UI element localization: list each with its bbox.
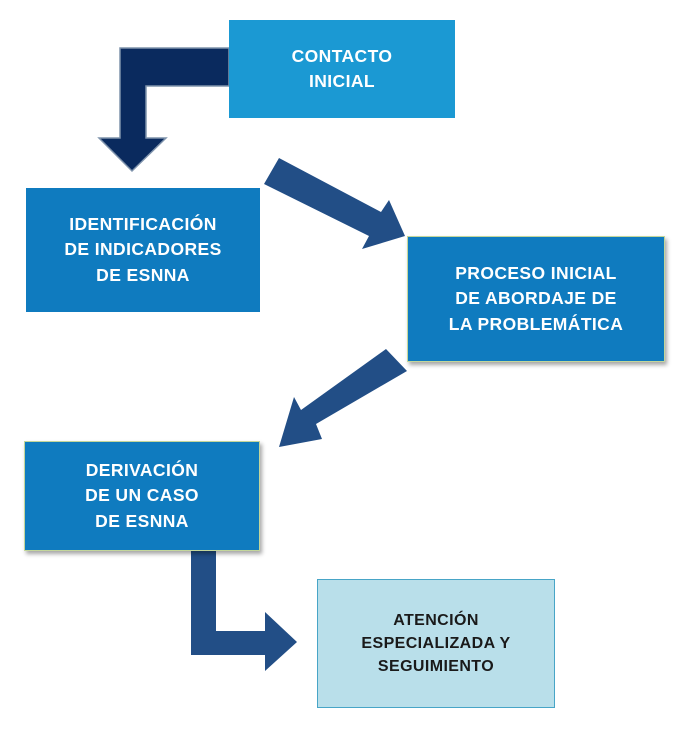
- node-label: IDENTIFICACIÓN DE INDICADORES DE ESNNA: [64, 213, 222, 285]
- node-label: CONTACTO INICIAL: [291, 45, 393, 91]
- node-identificacion-indicadores: IDENTIFICACIÓN DE INDICADORES DE ESNNA: [26, 188, 260, 312]
- node-atencion-especializada: ATENCIÓN ESPECIALIZADA Y SEGUIMIENTO: [317, 579, 555, 708]
- node-derivacion-caso: DERIVACIÓN DE UN CASO DE ESNNA: [24, 441, 260, 551]
- arrow-identificacion-to-proceso: [264, 158, 405, 249]
- node-label: DERIVACIÓN DE UN CASO DE ESNNA: [85, 459, 199, 531]
- node-label: ATENCIÓN ESPECIALIZADA Y SEGUIMIENTO: [361, 611, 511, 676]
- arrow-proceso-to-derivacion: [279, 349, 407, 447]
- arrow-contacto-to-identificacion: [97, 47, 230, 173]
- arrow-derivacion-to-atencion: [191, 551, 297, 671]
- node-proceso-inicial: PROCESO INICIAL DE ABORDAJE DE LA PROBLE…: [407, 236, 665, 362]
- node-label: PROCESO INICIAL DE ABORDAJE DE LA PROBLE…: [448, 262, 624, 334]
- node-contacto-inicial: CONTACTO INICIAL: [229, 20, 455, 118]
